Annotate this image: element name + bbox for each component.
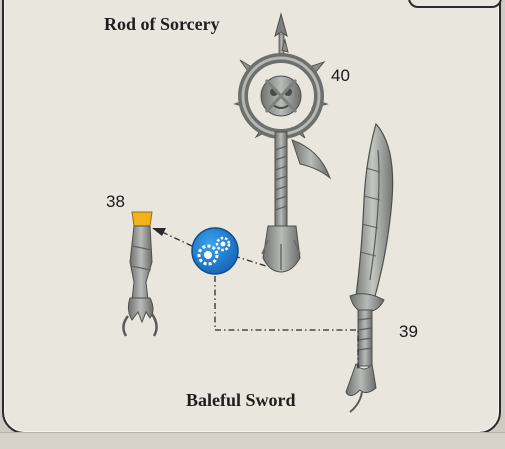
part-number-sword: 39 bbox=[399, 322, 418, 342]
gears-icon bbox=[192, 228, 238, 274]
baleful-sword-part bbox=[346, 124, 393, 412]
part-number-rod: 40 bbox=[331, 66, 350, 86]
arm-part bbox=[123, 212, 156, 336]
rod-of-sorcery-part bbox=[235, 14, 330, 272]
rod-title: Rod of Sorcery bbox=[104, 14, 220, 35]
part-number-arm: 38 bbox=[106, 192, 125, 212]
guide-from-sword bbox=[215, 276, 358, 370]
arrow-head bbox=[152, 228, 166, 236]
guide-to-arm bbox=[162, 232, 192, 246]
sword-title: Baleful Sword bbox=[186, 390, 296, 411]
guide-from-rod bbox=[234, 256, 266, 266]
